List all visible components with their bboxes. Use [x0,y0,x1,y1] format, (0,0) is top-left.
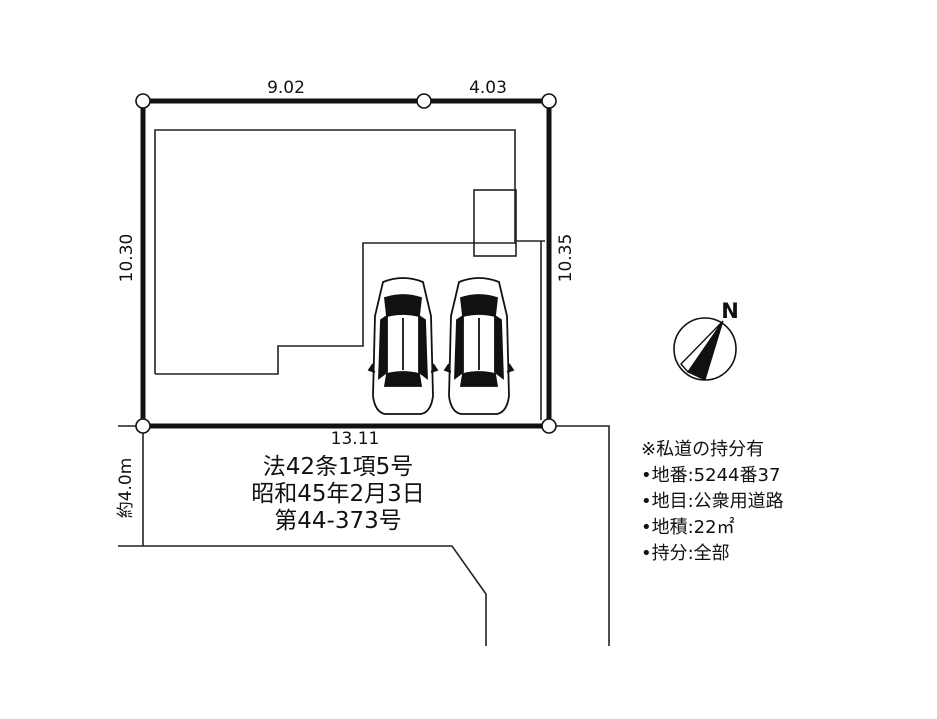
road-designation-line1: 法42条1項5号 [263,454,414,480]
car-icon [443,277,515,415]
dimension-west: 10.30 [117,234,137,283]
note-land-category: •地目:公衆用道路 [641,491,784,512]
private-road-notes: ※私道の持分有 •地番:5244番37 •地目:公衆用道路 •地積:22㎡ •持… [641,439,784,564]
note-title: ※私道の持分有 [641,439,764,460]
lot-boundary [140,98,552,429]
road-outline [118,425,610,646]
corner-marker-sw [135,418,151,434]
corner-marker-ne [541,93,557,109]
north-compass-icon: N [673,299,739,381]
boundary-markers [135,93,557,434]
car-icon [367,277,439,415]
road-designation-line3: 第44-373号 [274,508,401,534]
corner-marker-n-mid [416,93,432,109]
dimension-north-left: 9.02 [267,78,305,98]
road-designation-line2: 昭和45年2月3日 [251,481,425,507]
road-width-label: 約4.0m [116,458,136,519]
dimension-east: 10.35 [556,234,576,283]
corner-marker-se [541,418,557,434]
dimension-south: 13.11 [331,429,380,449]
building-outline [154,129,545,420]
dimension-north-right: 4.03 [469,78,507,98]
note-area: •地積:22㎡ [641,516,735,538]
note-share: •持分:全部 [641,543,730,564]
compass-north-label: N [721,299,739,323]
corner-marker-nw [135,93,151,109]
note-lot-number: •地番:5244番37 [641,465,780,486]
